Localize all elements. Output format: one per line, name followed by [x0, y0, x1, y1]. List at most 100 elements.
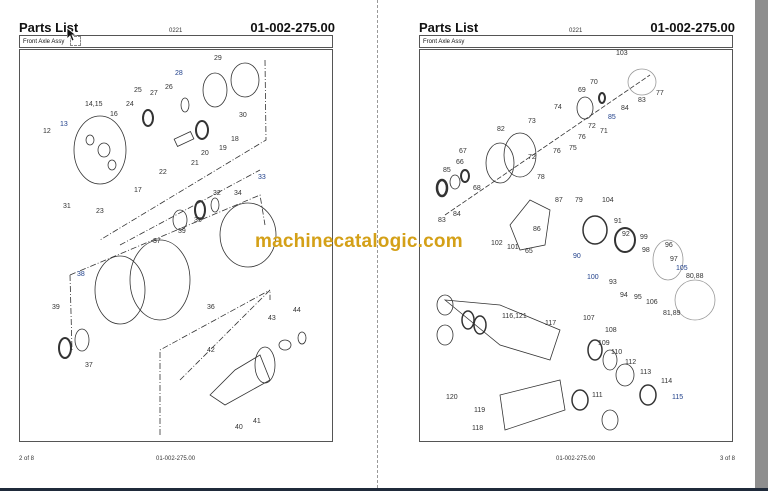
- callout-label: 97: [670, 256, 678, 263]
- callout-label: 14,15: [85, 101, 103, 108]
- vertical-scrollbar[interactable]: [755, 0, 768, 488]
- callout-label: 26: [165, 84, 173, 91]
- callout-label: 31: [63, 203, 71, 210]
- section-title: Front Axle Assy: [23, 39, 65, 45]
- callout-label: 76: [553, 148, 561, 155]
- taskbar: [0, 488, 768, 491]
- page-indicator: 2 of 8: [19, 456, 35, 462]
- page-3: Parts List 0221 01-002-275.00 Front Axle…: [419, 0, 735, 488]
- callout-label: 85: [443, 167, 451, 174]
- callout-label: 39: [52, 304, 60, 311]
- callout-label: 83: [638, 97, 646, 104]
- callout-label: 101: [507, 244, 519, 251]
- callout-label: 43: [268, 315, 276, 322]
- callout-label: 94: [620, 292, 628, 299]
- callout-label: 27: [150, 90, 158, 97]
- callout-label: 83: [438, 217, 446, 224]
- callout-label: 24: [126, 101, 134, 108]
- callout-label: 42: [207, 347, 215, 354]
- callout-label: 33: [258, 174, 266, 181]
- callout-label: 37: [153, 238, 161, 245]
- callout-label: 109: [598, 340, 610, 347]
- callout-label: 80,88: [686, 273, 704, 280]
- exploded-diagram: 103 77 70 69 84 83 85 71 72 76 74 73 75 …: [419, 49, 733, 442]
- callout-label: 106: [646, 299, 658, 306]
- callout-label: 114: [661, 378, 673, 385]
- callout-label: 17: [134, 187, 142, 194]
- callout-label: 21: [191, 160, 199, 167]
- callout-label: 77: [656, 90, 664, 97]
- callout-label: 85: [608, 114, 616, 121]
- callout-label: 111: [592, 392, 603, 399]
- callout-label: 32: [213, 190, 221, 197]
- callout-label: 110: [611, 349, 623, 356]
- callout-label: 12: [43, 128, 51, 135]
- callout-label: 118: [472, 425, 484, 432]
- callout-label: 72: [528, 154, 536, 161]
- callout-label: 115: [672, 394, 684, 401]
- callout-label: 117: [545, 320, 557, 327]
- callout-label: 76: [578, 134, 586, 141]
- callout-label: 66: [456, 159, 464, 166]
- callout-label: 67: [459, 148, 467, 155]
- document-viewer: Parts List 0221 01-002-275.00 Front Axle…: [19, 0, 735, 488]
- callout-label: 19: [219, 145, 227, 152]
- callout-label: 102: [491, 240, 503, 247]
- callout-label: 23: [96, 208, 104, 215]
- page-title: Parts List: [19, 20, 79, 35]
- diagram-drawing: [58, 59, 307, 435]
- callout-label: 93: [609, 279, 617, 286]
- callout-label: 104: [602, 197, 614, 204]
- section-title: Front Axle Assy: [423, 39, 465, 45]
- callout-label: 95: [634, 294, 642, 301]
- callout-label: 100: [587, 274, 599, 281]
- callout-label: 13: [60, 121, 68, 128]
- callout-label: 98: [642, 247, 650, 254]
- exploded-diagram: 29 28 25 27 26 30 14,15 24 16 12 13 18 1…: [19, 49, 333, 442]
- callout-label: 120: [446, 394, 458, 401]
- callout-label: 28: [175, 70, 183, 77]
- callout-label: 79: [575, 197, 583, 204]
- callout-label: 113: [640, 369, 652, 376]
- callout-label: 29: [214, 55, 222, 62]
- callout-label: 37: [85, 362, 93, 369]
- callout-label: 69: [578, 87, 586, 94]
- callout-label: 20: [201, 150, 209, 157]
- page-indicator: 3 of 8: [719, 456, 735, 462]
- section-header: Front Axle Assy: [419, 35, 733, 48]
- callout-label: 84: [621, 105, 629, 112]
- callout-label: 71: [600, 128, 608, 135]
- callout-label: 99: [640, 234, 648, 241]
- part-number: 01-002-275.00: [650, 20, 735, 35]
- watermark: machinecatalogic.com: [255, 231, 463, 252]
- footer-part-number: 01-002-275.00: [156, 456, 196, 462]
- callout-label: 35: [194, 217, 202, 224]
- callout-label: 92: [622, 231, 630, 238]
- footer-part-number: 01-002-275.00: [556, 456, 596, 462]
- callout-label: 107: [583, 315, 595, 322]
- section-header: Front Axle Assy: [19, 35, 333, 48]
- callout-label: 68: [473, 185, 481, 192]
- diagram-drawing: [435, 68, 716, 431]
- callout-label: 82: [497, 126, 505, 133]
- page-separator: [377, 0, 378, 488]
- callout-label: 86: [533, 226, 541, 233]
- callout-label: 90: [573, 253, 581, 260]
- callout-label: 91: [614, 218, 622, 225]
- callout-label: 75: [569, 145, 577, 152]
- page-title: Parts List: [419, 20, 479, 35]
- callout-label: 39: [178, 228, 186, 235]
- callout-label: 103: [616, 50, 628, 57]
- callout-label: 72: [588, 123, 596, 130]
- callout-label: 87: [555, 197, 563, 204]
- callout-label: 112: [625, 359, 637, 366]
- callout-label: 108: [605, 327, 617, 334]
- page-code: 0221: [569, 28, 583, 34]
- callout-label: 96: [665, 242, 673, 249]
- callout-label: 84: [453, 211, 461, 218]
- callout-label: 119: [474, 407, 486, 414]
- callout-label: 65: [525, 248, 533, 255]
- callout-label: 81,89: [663, 310, 681, 317]
- callout-label: 16: [110, 111, 118, 118]
- callout-label: 73: [528, 118, 536, 125]
